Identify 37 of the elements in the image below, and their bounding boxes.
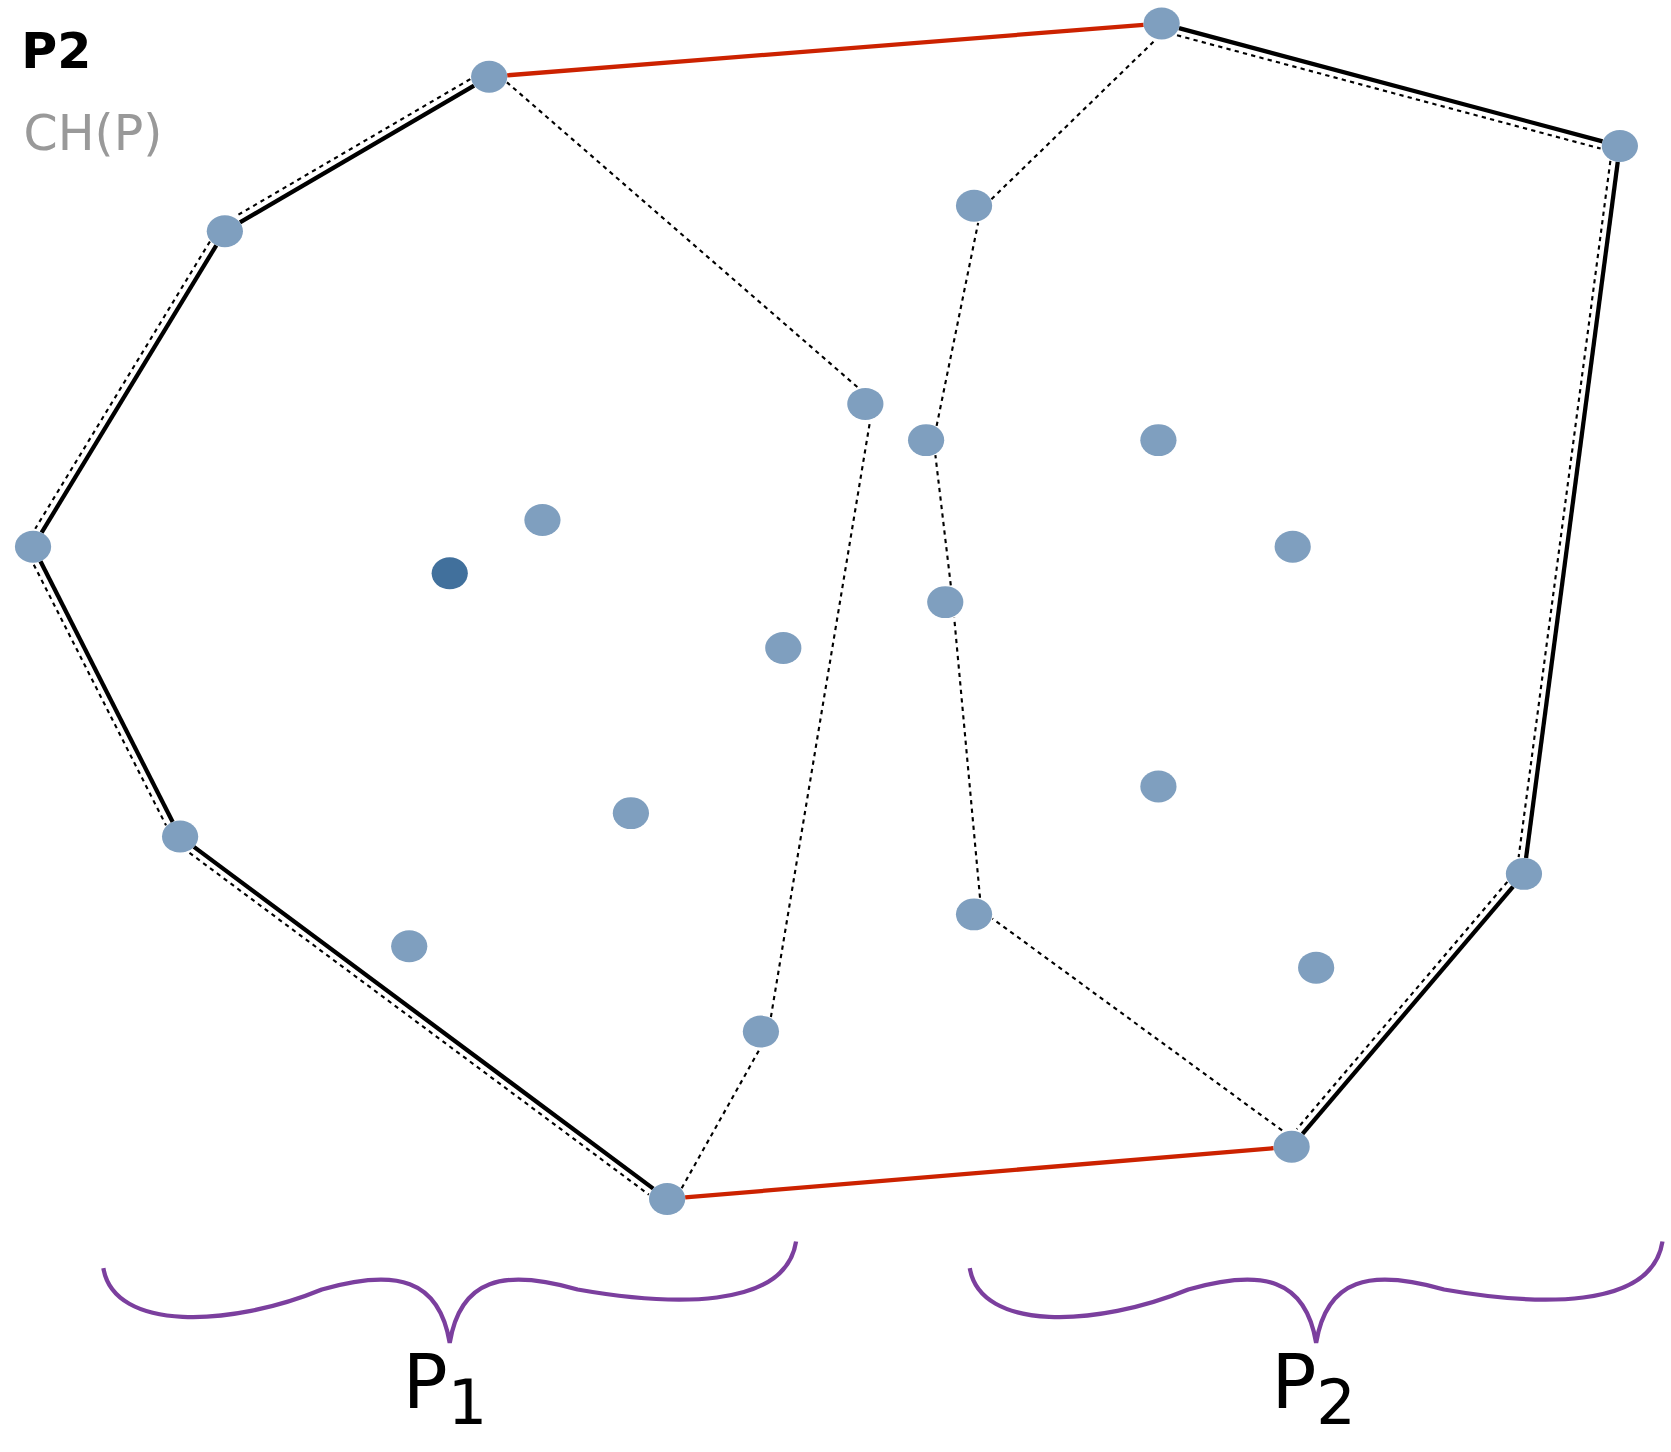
point-dot	[927, 586, 964, 619]
point-dot	[955, 898, 993, 931]
point-dot	[431, 557, 468, 590]
dotted-hull-line	[934, 455, 952, 586]
dotted-hull-line	[990, 39, 1156, 200]
point-dot	[649, 1182, 686, 1215]
dotted-hull-line	[935, 222, 980, 427]
point-dot	[847, 387, 884, 420]
point-dot	[162, 820, 199, 853]
point-dot	[1505, 857, 1543, 890]
bridge-line	[507, 22, 1144, 78]
point-dot	[391, 930, 428, 963]
point-dot	[742, 1015, 780, 1048]
set-label: P$_{1}$	[402, 1344, 488, 1434]
point-dot	[1143, 7, 1180, 40]
bridge-line	[685, 1146, 1274, 1200]
set-label: P$_{2}$	[1271, 1344, 1356, 1434]
point-dot	[1140, 424, 1177, 457]
point-dot	[1298, 951, 1335, 984]
point-dot	[765, 631, 802, 664]
point-dot	[1601, 130, 1638, 162]
text-label: CH(P)	[23, 108, 163, 158]
point-dot	[955, 189, 993, 222]
point-dot	[524, 504, 561, 537]
point-dot	[1274, 530, 1311, 563]
dotted-hull-line	[506, 81, 859, 388]
point-dot	[908, 424, 945, 457]
text-label: P2	[21, 26, 92, 76]
point-dot	[206, 215, 243, 248]
dotted-hull-line	[953, 617, 982, 898]
point-dot	[1273, 1130, 1310, 1163]
point-dot	[471, 60, 508, 93]
dotted-hull-line	[991, 917, 1283, 1132]
point-dot	[14, 530, 52, 563]
dotted-hull-line	[680, 1049, 761, 1189]
point-dot	[612, 797, 649, 830]
point-dot	[1140, 770, 1177, 803]
